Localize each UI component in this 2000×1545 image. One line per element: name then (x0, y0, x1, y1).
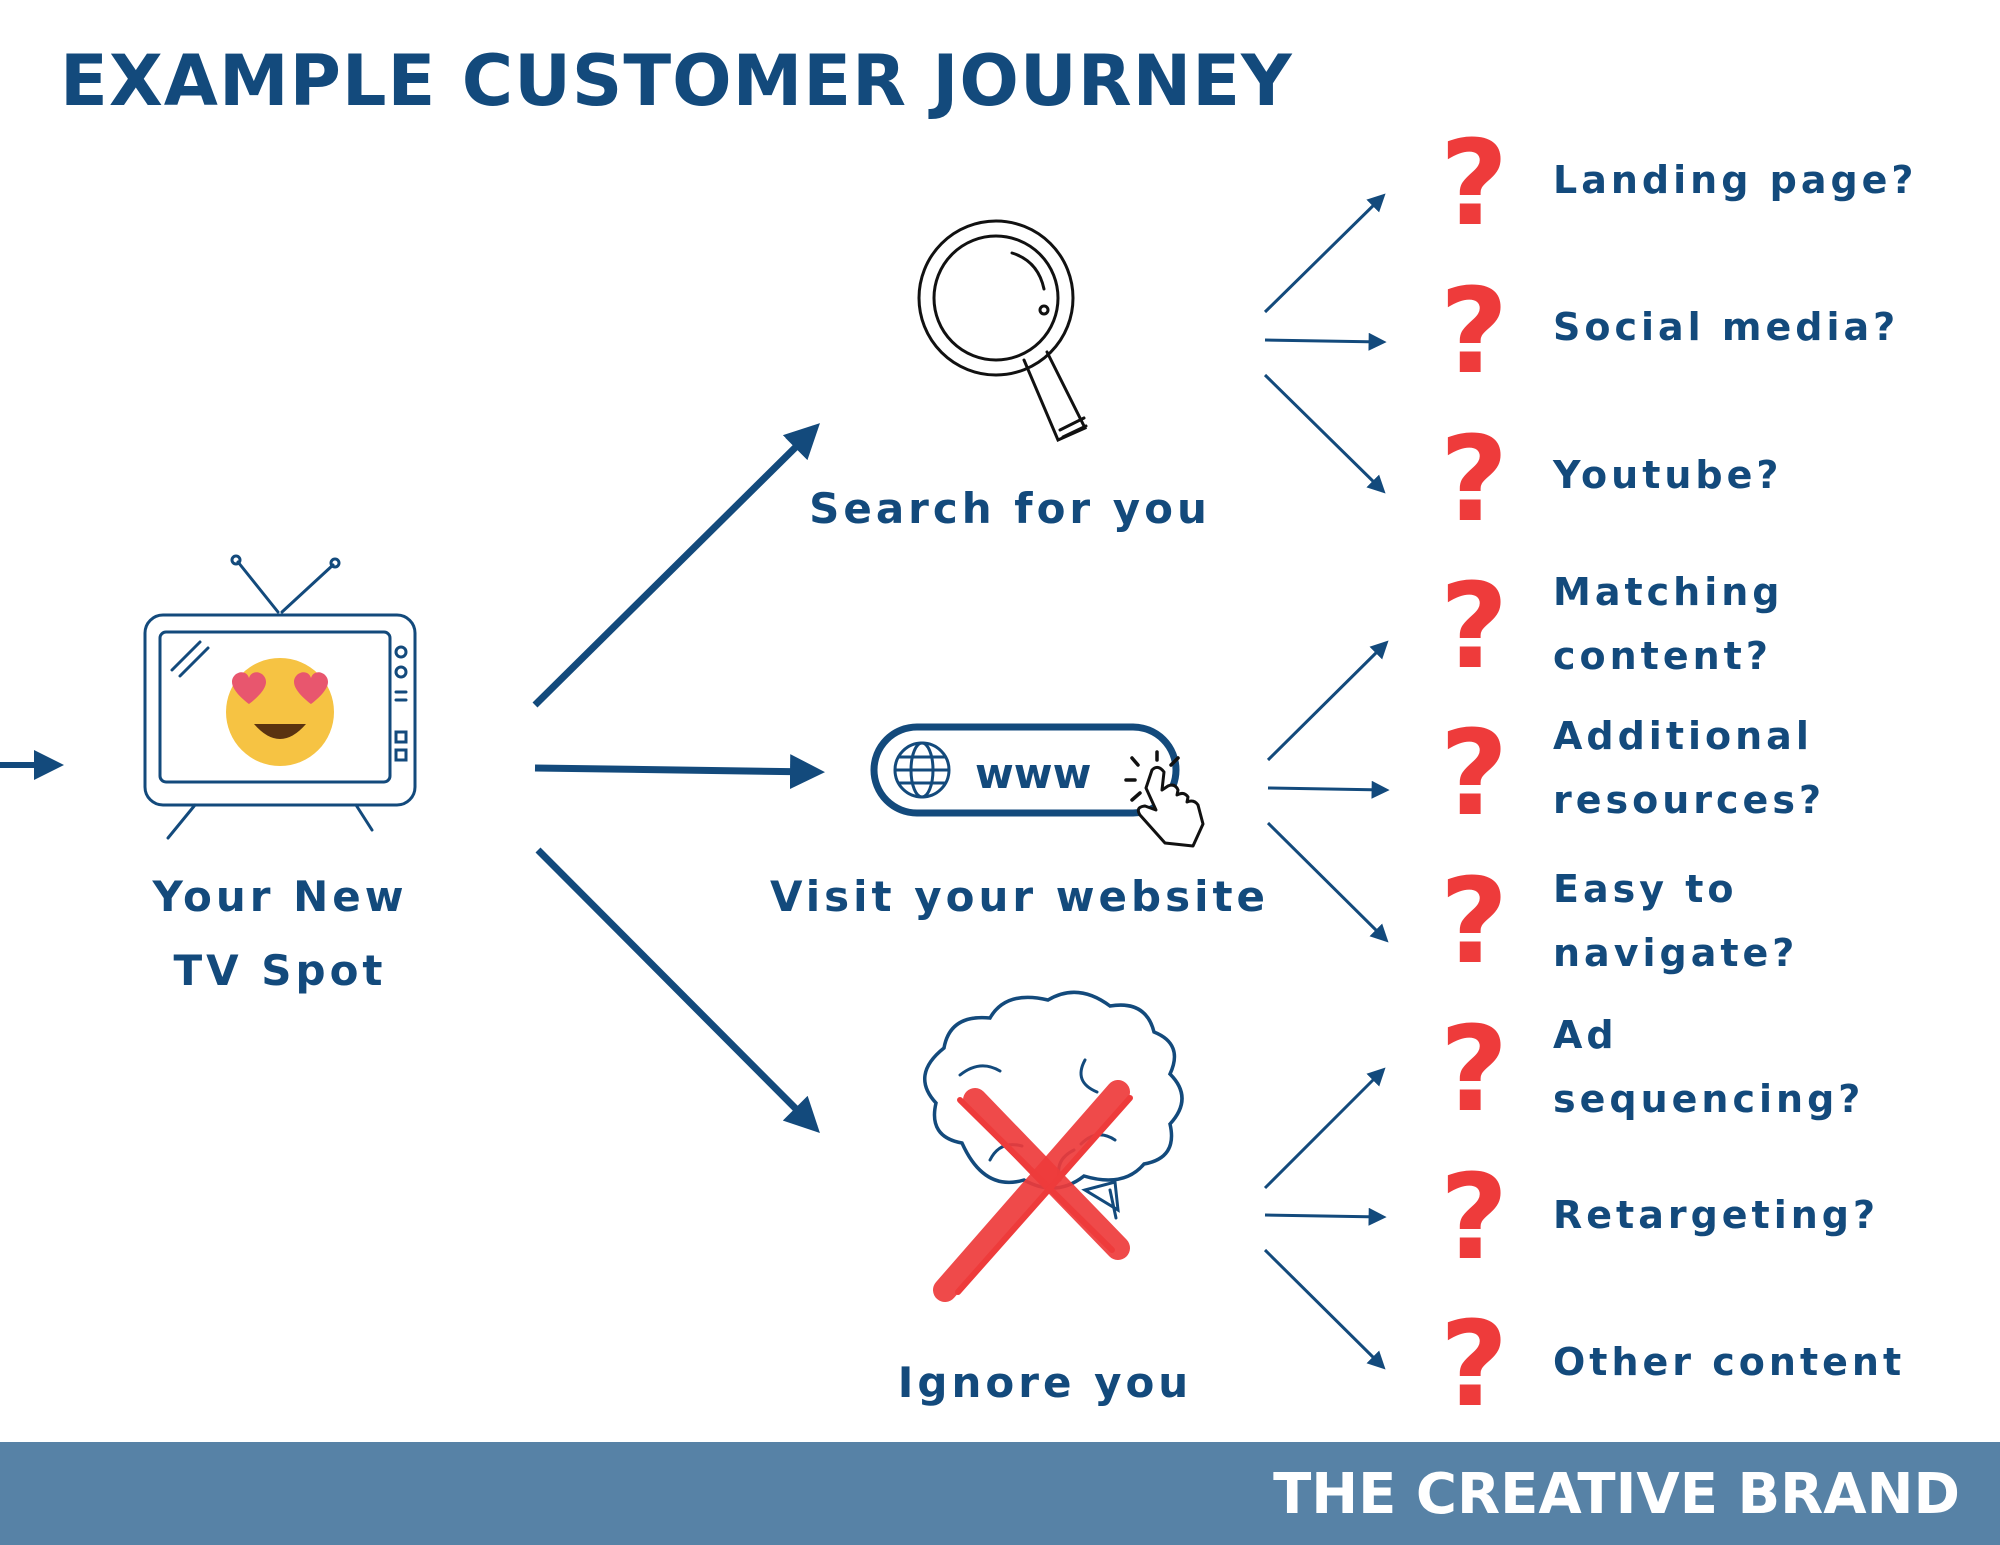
question-mark-icon: ? (1439, 557, 1509, 695)
question-mark-icon: ? (1439, 852, 1509, 990)
arrow-to-option (1263, 373, 1386, 494)
crossed-out-brain-icon (922, 990, 1184, 1302)
question-mark-icon: ? (1439, 262, 1509, 400)
arrow-to-website (534, 754, 825, 790)
footer-bar: THE CREATIVE BRAND (0, 1442, 2000, 1545)
question-mark-icon: ? (1439, 114, 1509, 252)
magnifying-glass-icon (917, 219, 1088, 442)
branch-label-website: Visit your website (770, 872, 1270, 921)
option-label: Youtube? (1553, 453, 1783, 497)
option-label: Additional resources? (1553, 714, 1825, 822)
arrow-to-option (1267, 780, 1390, 799)
website-www-icon: www (870, 723, 1205, 848)
question-mark-icon: ? (1439, 410, 1509, 548)
branch-label-search: Search for you (809, 484, 1211, 533)
branch-label-ignore: Ignore you (897, 1358, 1193, 1407)
page-title: EXAMPLE CUSTOMER JOURNEY (60, 40, 1293, 122)
url-text: www (975, 749, 1091, 798)
hand-pointer-icon (1136, 765, 1205, 848)
option-label: Social media? (1553, 305, 1900, 349)
option-label: Landing page? (1553, 158, 1918, 202)
tv-spot-label: Your New TV Spot (130, 860, 430, 1008)
arrow-to-option (1264, 1207, 1387, 1226)
question-mark-icon: ? (1439, 1295, 1509, 1433)
arrow-to-ignore (535, 847, 820, 1133)
arrow-to-option (1263, 193, 1386, 314)
option-label: Other content (1553, 1340, 1906, 1384)
arrow-to-search (532, 423, 820, 708)
tv-spot-label-line2: TV Spot (173, 946, 387, 995)
tv-spot-label-line1: Your New (152, 872, 408, 921)
arrow-to-option (1266, 640, 1389, 762)
option-label: Matching content? (1553, 570, 1784, 678)
tv-heart-eyes-icon (143, 554, 417, 840)
question-mark-icon: ? (1439, 704, 1509, 842)
arrow-to-option (1263, 1067, 1386, 1190)
option-label: Ad sequencing? (1553, 1013, 1865, 1121)
arrow-to-option (1263, 1248, 1386, 1370)
option-label: Easy to navigate? (1553, 867, 1799, 975)
arrow-to-option (1266, 821, 1389, 943)
question-mark-icon: ? (1439, 1148, 1509, 1286)
question-mark-icon: ? (1439, 1000, 1509, 1138)
arrow-to-option (1264, 332, 1387, 351)
brand-name: THE CREATIVE BRAND (1273, 1462, 1960, 1527)
option-label: Retargeting? (1553, 1193, 1880, 1237)
